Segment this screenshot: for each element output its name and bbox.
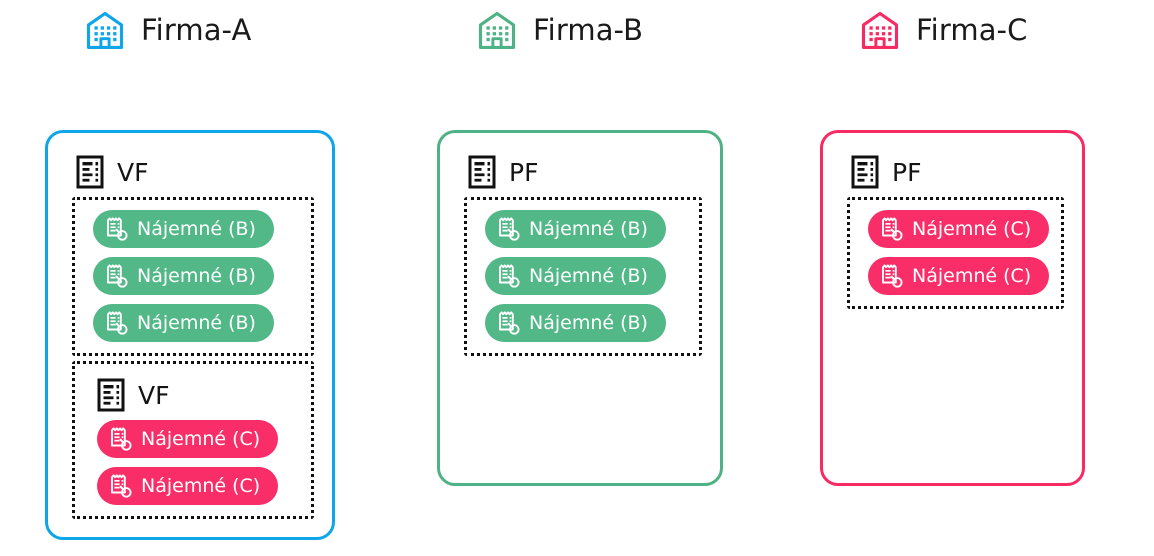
section-header: VF (75, 372, 311, 418)
pill-list: Nájemné (C) (850, 210, 1061, 295)
section-label: VF (117, 157, 149, 187)
pill-list: Nájemné (B) (467, 210, 699, 342)
section-firma-b-pf: PF (464, 149, 702, 356)
receipt-search-icon (107, 311, 128, 335)
company-header-firma-b: Firma-B (437, 0, 723, 60)
company-card-firma-b[interactable]: PF (437, 130, 723, 486)
pill-label: Nájemné (B) (137, 311, 256, 334)
receipt-search-icon (111, 427, 132, 451)
list-item[interactable]: Nájemné (B) (93, 257, 274, 295)
pill-list: Nájemné (B) (75, 210, 311, 342)
building-icon (86, 11, 124, 49)
section-firma-a-vf-2: VF (72, 361, 314, 519)
list-item[interactable]: Nájemné (B) (93, 210, 274, 248)
receipt-search-icon (499, 217, 520, 241)
pill-label: Nájemné (B) (529, 311, 648, 334)
document-icon (468, 155, 496, 189)
receipt-search-icon (499, 264, 520, 288)
section-firma-a-vf-1: VF (72, 149, 314, 356)
section-label: PF (509, 157, 539, 187)
pill-list: Nájemné (C) (75, 420, 311, 505)
section-header: PF (464, 149, 702, 195)
pill-label: Nájemné (C) (912, 217, 1032, 240)
dotted-group-firma-b-pf: Nájemné (B) (464, 197, 702, 356)
section-header: PF (847, 149, 1064, 195)
section-label: PF (892, 157, 922, 187)
pill-label: Nájemné (C) (141, 474, 261, 497)
company-header-firma-a: Firma-A (45, 0, 335, 60)
company-column-firma-b: Firma-B PF (437, 0, 723, 486)
building-icon (861, 11, 899, 49)
dotted-group-firma-c-pf: Nájemné (C) (847, 197, 1064, 309)
list-item[interactable]: Nájemné (B) (485, 210, 666, 248)
dotted-group-firma-a-vf-2: VF (72, 361, 314, 519)
pill-label: Nájemné (C) (141, 427, 261, 450)
list-item[interactable]: Nájemné (B) (93, 304, 274, 342)
company-column-firma-a: Firma-A VF (45, 0, 335, 540)
list-item[interactable]: Nájemné (C) (868, 210, 1050, 248)
company-header-firma-c: Firma-C (820, 0, 1085, 60)
list-item[interactable]: Nájemné (B) (485, 304, 666, 342)
company-card-firma-c[interactable]: PF (820, 130, 1085, 486)
pill-label: Nájemné (B) (529, 264, 648, 287)
section-firma-c-pf: PF (847, 149, 1064, 309)
section-label: VF (138, 380, 170, 410)
building-icon (478, 11, 516, 49)
company-column-firma-c: Firma-C PF (820, 0, 1085, 486)
receipt-search-icon (107, 264, 128, 288)
list-item[interactable]: Nájemné (C) (97, 467, 279, 505)
company-name: Firma-A (141, 12, 252, 47)
receipt-search-icon (111, 474, 132, 498)
receipt-search-icon (882, 264, 903, 288)
company-card-firma-a[interactable]: VF (45, 130, 335, 540)
list-item[interactable]: Nájemné (B) (485, 257, 666, 295)
receipt-search-icon (107, 217, 128, 241)
document-icon (97, 378, 125, 412)
section-header: VF (72, 149, 314, 195)
list-item[interactable]: Nájemné (C) (868, 257, 1050, 295)
company-name: Firma-B (533, 12, 644, 47)
pill-label: Nájemné (B) (137, 264, 256, 287)
receipt-search-icon (499, 311, 520, 335)
pill-label: Nájemné (C) (912, 264, 1032, 287)
document-icon (851, 155, 879, 189)
company-name: Firma-C (916, 12, 1028, 47)
list-item[interactable]: Nájemné (C) (97, 420, 279, 458)
document-icon (76, 155, 104, 189)
receipt-search-icon (882, 217, 903, 241)
dotted-group-firma-a-vf-1: Nájemné (B) (72, 197, 314, 356)
pill-label: Nájemné (B) (529, 217, 648, 240)
pill-label: Nájemné (B) (137, 217, 256, 240)
